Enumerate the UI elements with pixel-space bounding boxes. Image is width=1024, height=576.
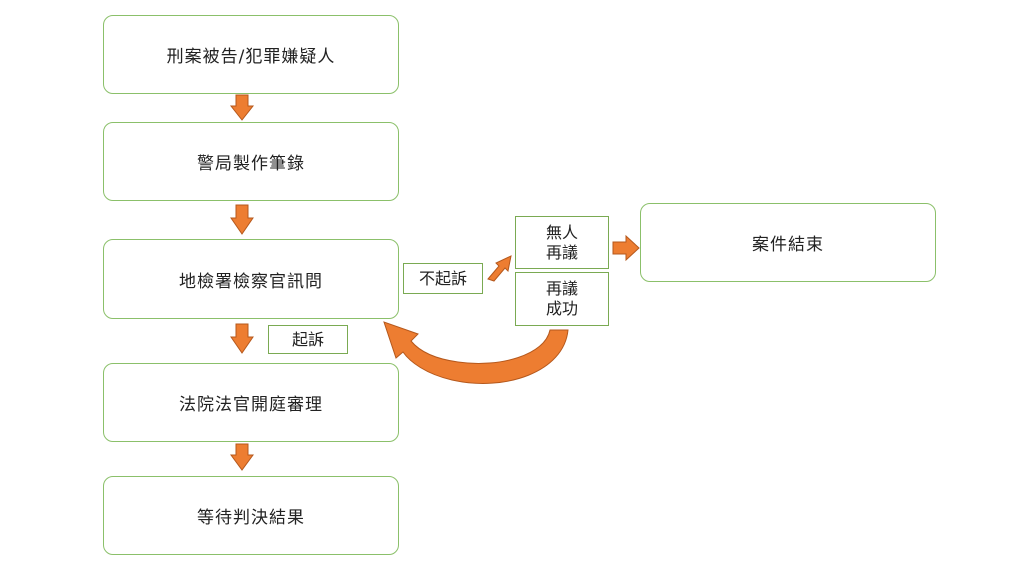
node-case-closed-label: 案件結束	[752, 235, 824, 255]
label-no-reconsideration-line2: 再議	[545, 242, 578, 262]
arrow-down-court-to-verdict	[230, 443, 254, 471]
label-no-reconsideration: 無人 再議	[515, 216, 609, 269]
label-no-indictment: 不起訴	[403, 263, 483, 294]
arrow-curved-back-to-prosecutor	[383, 321, 569, 384]
label-reconsideration-success: 再議 成功	[515, 272, 609, 326]
label-reconsideration-success-line1: 再議	[545, 279, 578, 298]
arrow-right-to-case-closed	[612, 234, 640, 262]
node-suspect-label: 刑案被告/犯罪嫌疑人	[166, 47, 336, 67]
arrow-down-suspect-to-police	[229, 94, 255, 121]
arrow-down-police-to-prosecutor	[230, 204, 254, 235]
node-suspect: 刑案被告/犯罪嫌疑人	[103, 15, 399, 94]
node-police-record-label: 警局製作筆錄	[197, 154, 305, 174]
arrow-down-prosecutor-to-court	[230, 323, 254, 354]
node-await-verdict: 等待判決結果	[103, 476, 399, 555]
node-prosecutor-questioning-label: 地檢署檢察官訊問	[179, 271, 323, 292]
label-no-reconsideration-line1: 無人	[545, 222, 578, 242]
label-indictment-text: 起訴	[291, 329, 324, 349]
label-no-indictment-text: 不起訴	[418, 268, 467, 288]
node-court-trial-label: 法院法官開庭審理	[179, 395, 323, 415]
node-await-verdict-label: 等待判決結果	[197, 508, 305, 528]
node-prosecutor-questioning: 地檢署檢察官訊問	[103, 239, 399, 319]
node-court-trial: 法院法官開庭審理	[103, 363, 399, 442]
label-indictment: 起訴	[268, 325, 348, 354]
label-reconsideration-success-line2: 成功	[545, 299, 578, 318]
node-police-record: 警局製作筆錄	[103, 122, 399, 201]
node-case-closed: 案件結束	[640, 203, 936, 282]
arrow-diagonal-to-no-reconsideration	[487, 255, 512, 282]
